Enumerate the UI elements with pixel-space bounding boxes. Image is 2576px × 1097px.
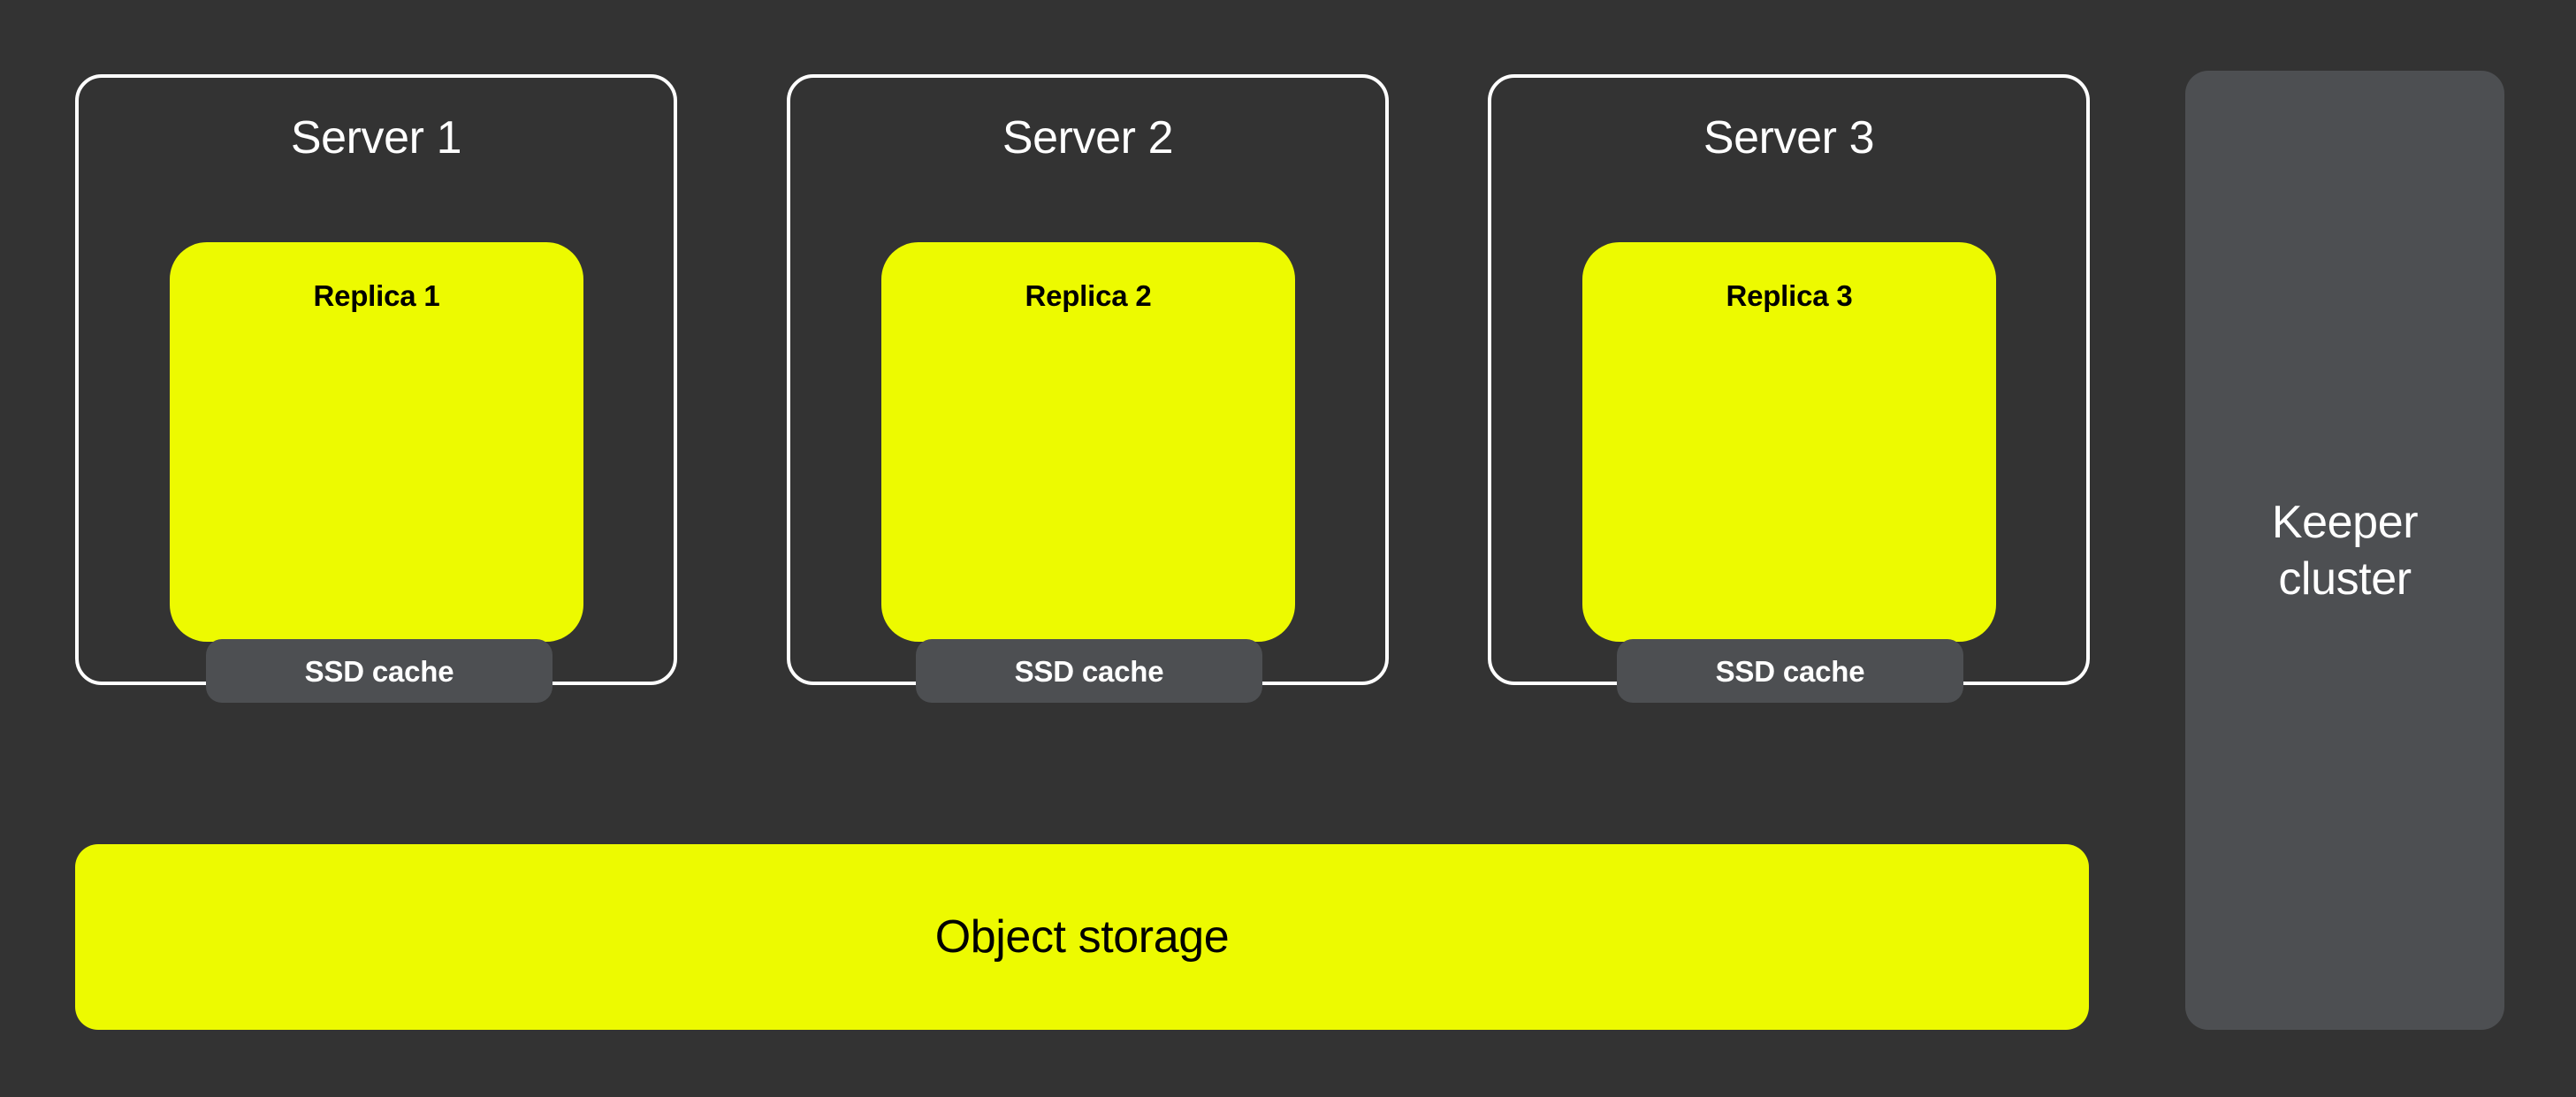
replica-node-1[interactable]: Replica 1: [170, 242, 583, 642]
cluster-region: Server 1 Replica 1 Server 2 Replica 2 Se…: [75, 74, 2090, 1030]
ssd-cache-label-1: SSD cache: [304, 654, 454, 688]
object-storage-node[interactable]: Object storage: [75, 844, 2089, 1030]
ssd-cache-label-2: SSD cache: [1014, 654, 1164, 688]
server-title-2: Server 2: [1002, 112, 1174, 164]
ssd-cache-node-1[interactable]: SSD cache: [206, 639, 553, 703]
server-title-1: Server 1: [290, 112, 462, 164]
replica-label-2: Replica 2: [1025, 279, 1152, 312]
replica-label-1: Replica 1: [313, 279, 440, 312]
replica-node-2[interactable]: Replica 2: [881, 242, 1295, 642]
replica-label-3: Replica 3: [1726, 279, 1853, 312]
server-title-3: Server 3: [1703, 112, 1875, 164]
ssd-cache-label-3: SSD cache: [1715, 654, 1865, 688]
server-node-3[interactable]: Server 3 Replica 3: [1488, 74, 2090, 685]
keeper-cluster-label: Keeper cluster: [2271, 496, 2419, 605]
server-node-1[interactable]: Server 1 Replica 1: [75, 74, 677, 685]
ssd-cache-node-2[interactable]: SSD cache: [916, 639, 1262, 703]
object-storage-label: Object storage: [934, 911, 1230, 963]
keeper-cluster-node[interactable]: Keeper cluster: [2185, 71, 2504, 1030]
replica-node-3[interactable]: Replica 3: [1582, 242, 1996, 642]
server-node-2[interactable]: Server 2 Replica 2: [787, 74, 1389, 685]
ssd-cache-node-3[interactable]: SSD cache: [1617, 639, 1963, 703]
